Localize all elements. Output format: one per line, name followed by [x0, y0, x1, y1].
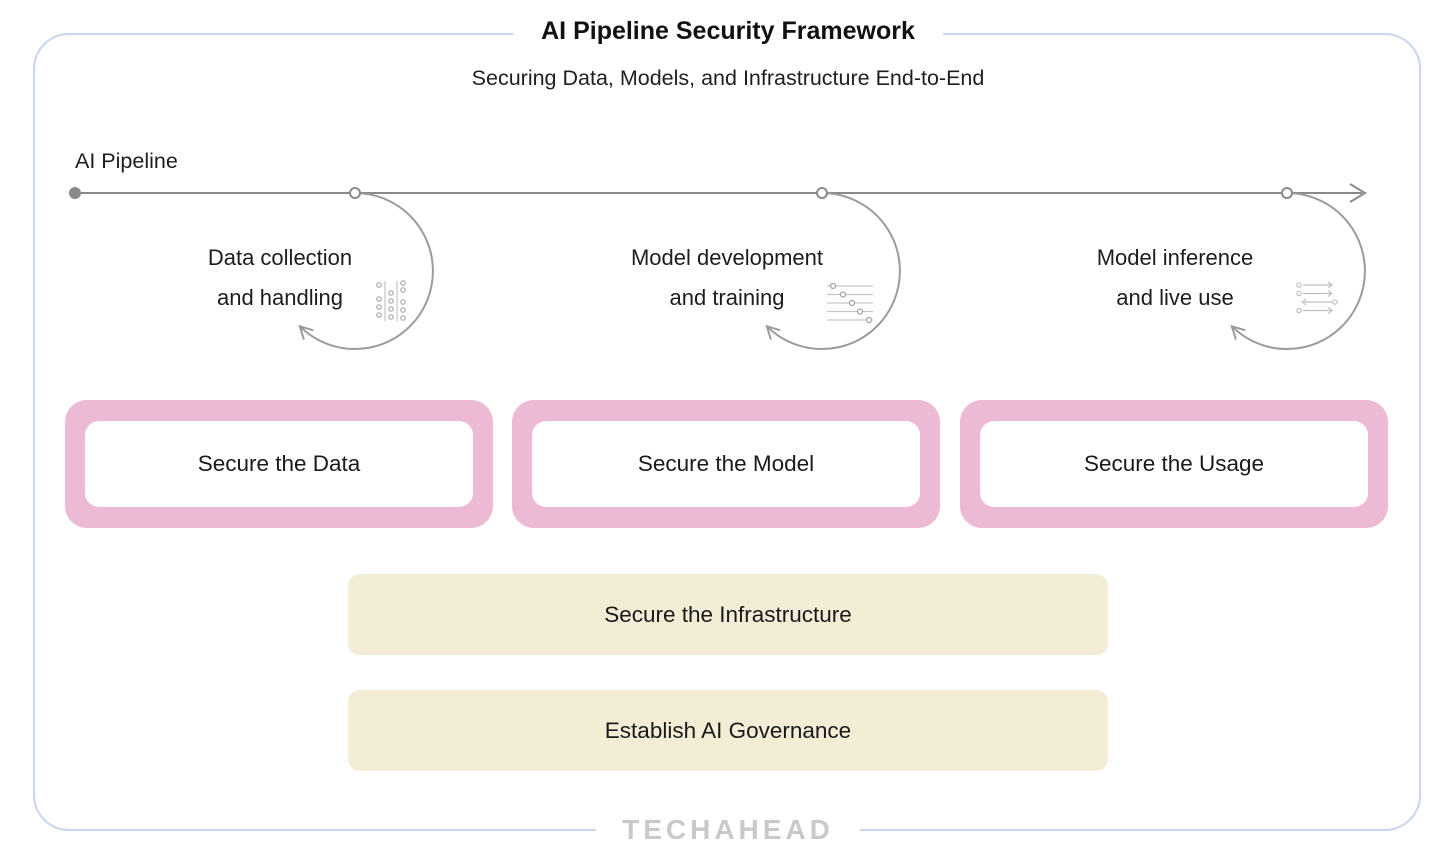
- stage-line2: and handling: [216, 285, 343, 310]
- pipeline-axis: [69, 183, 1367, 203]
- pipeline-stage-model-development: Model development and training: [567, 238, 887, 318]
- secure-model-box: Secure the Model: [512, 400, 940, 528]
- pipeline-stage-model-inference: Model inference and live use: [1015, 238, 1335, 318]
- secure-usage-label: Secure the Usage: [980, 421, 1368, 507]
- training-sliders-icon: [827, 282, 873, 324]
- stage-line1: Model inference: [1096, 245, 1254, 270]
- stage-loop-arrow-2: [765, 192, 901, 350]
- stage-line2: and live use: [1116, 285, 1234, 310]
- stage-line2: and training: [669, 285, 785, 310]
- page-subtitle: Securing Data, Models, and Infrastructur…: [471, 66, 985, 90]
- pipeline-nodes: [349, 187, 1293, 199]
- page-title: AI Pipeline Security Framework: [513, 16, 943, 46]
- stage-loop-arrow-3: [1230, 192, 1366, 350]
- techahead-logo: TECHAHEAD: [596, 812, 860, 848]
- inference-flow-icon: [1296, 281, 1338, 314]
- stage-line1: Model development: [630, 245, 823, 270]
- secure-data-box: Secure the Data: [65, 400, 493, 528]
- establish-governance-box: Establish AI Governance: [348, 690, 1108, 771]
- secure-model-label: Secure the Model: [532, 421, 920, 507]
- pipeline-stage-data-collection: Data collection and handling: [120, 238, 440, 318]
- data-records-icon: [376, 280, 406, 321]
- stage-loop-arrow-1: [298, 192, 434, 350]
- secure-usage-box: Secure the Usage: [960, 400, 1388, 528]
- secure-infrastructure-box: Secure the Infrastructure: [348, 574, 1108, 655]
- pipeline-label: AI Pipeline: [75, 149, 178, 173]
- secure-data-label: Secure the Data: [85, 421, 473, 507]
- stage-line1: Data collection: [207, 245, 353, 270]
